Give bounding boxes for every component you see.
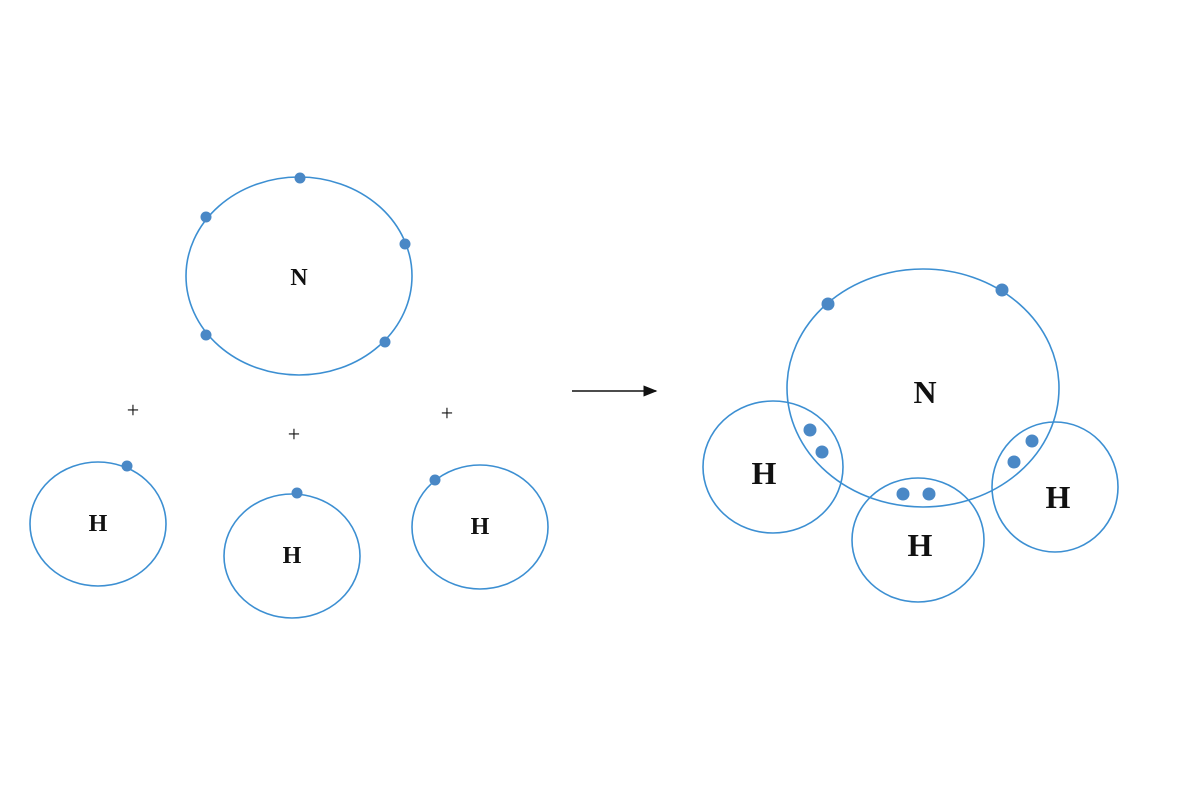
- nitrogen-label: N: [913, 374, 936, 410]
- shared-electron: [803, 423, 817, 437]
- hydrogen-shell: [851, 477, 985, 603]
- lone-pair-electron: [995, 283, 1009, 297]
- electron: [121, 460, 133, 472]
- plus-sign: +: [288, 422, 300, 447]
- hydrogen-label: H: [283, 543, 302, 569]
- shared-electron: [1007, 455, 1021, 469]
- hydrogen-shell: [702, 400, 844, 534]
- hydrogen-label: H: [89, 511, 108, 537]
- hydrogen-label: H: [471, 514, 490, 540]
- shared-electron: [815, 445, 829, 459]
- electron: [379, 336, 391, 348]
- reactant-hydrogen-atom: H: [29, 460, 167, 587]
- electron: [429, 474, 441, 486]
- shared-electron: [1025, 434, 1039, 448]
- hydrogen-shell: [411, 464, 549, 590]
- reactant-nitrogen-atom: N: [185, 172, 413, 376]
- lone-pair-electron: [821, 297, 835, 311]
- reactant-hydrogen-atom: H: [223, 487, 361, 619]
- hydrogen-label: H: [1046, 479, 1071, 515]
- plus-sign: +: [441, 401, 453, 426]
- electron: [291, 487, 303, 499]
- plus-sign: +: [127, 398, 139, 423]
- electron: [200, 211, 212, 223]
- shared-electron: [896, 487, 910, 501]
- electron: [200, 329, 212, 341]
- electron: [294, 172, 306, 184]
- hydrogen-shell: [991, 421, 1119, 553]
- electron: [399, 238, 411, 250]
- product-ammonia-molecule: N H H H: [702, 268, 1119, 603]
- hydrogen-label: H: [908, 527, 933, 563]
- hydrogen-label: H: [752, 455, 777, 491]
- reactant-hydrogen-atom: H: [411, 464, 549, 590]
- hydrogen-shell: [29, 461, 167, 587]
- nitrogen-label: N: [290, 265, 308, 291]
- nitrogen-shell: [786, 268, 1060, 508]
- shared-electron: [922, 487, 936, 501]
